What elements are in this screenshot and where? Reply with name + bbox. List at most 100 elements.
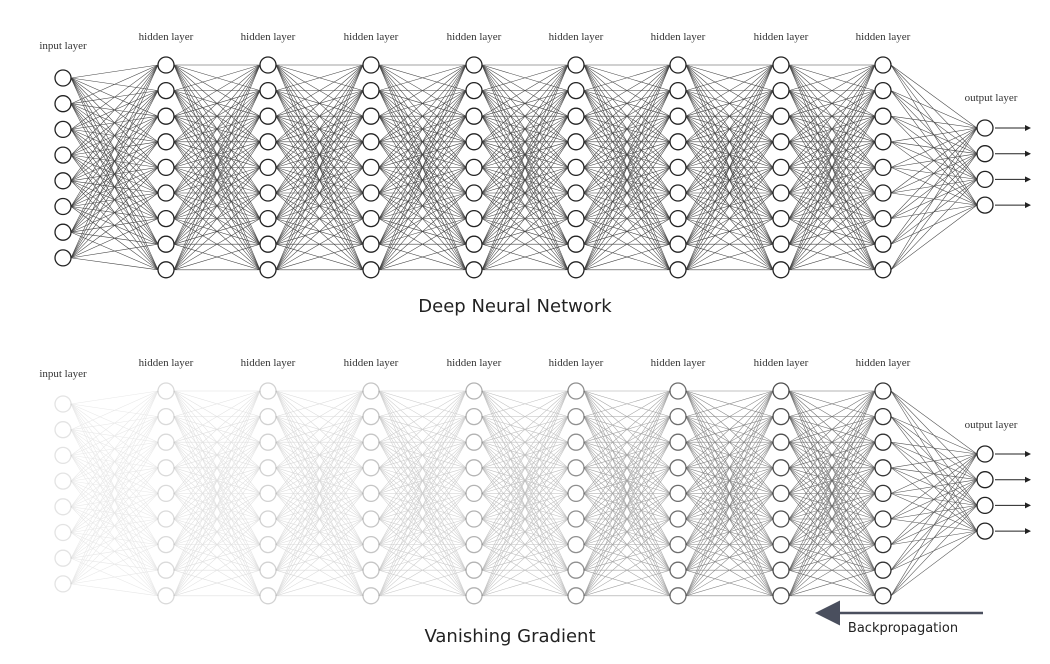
connection-line <box>378 416 467 596</box>
neuron-node <box>772 209 790 228</box>
connection-line <box>685 64 774 91</box>
connection-line <box>481 493 569 596</box>
neuron-node <box>567 433 585 451</box>
layer-nodes <box>567 382 585 605</box>
connection-group <box>173 390 261 597</box>
connection-line <box>275 390 364 545</box>
connection-line <box>378 493 467 545</box>
connection-line <box>275 467 364 494</box>
connection-line <box>70 429 159 494</box>
neuron-node <box>157 535 175 554</box>
connection-line <box>275 416 364 520</box>
layer-nodes <box>669 382 687 605</box>
neuron-node <box>465 261 483 279</box>
connection-line <box>173 493 261 571</box>
connection-line <box>275 390 364 443</box>
connection-line <box>481 442 569 545</box>
neuron-node <box>465 535 483 554</box>
connection-line <box>378 518 467 597</box>
connection-line <box>173 390 261 469</box>
neuron-node <box>567 587 585 605</box>
neuron-node <box>772 107 790 125</box>
neuron-node <box>567 184 585 202</box>
layer-nodes <box>465 382 483 605</box>
neuron-node <box>567 561 585 579</box>
connection-line <box>173 390 261 596</box>
connection-line <box>275 243 364 271</box>
connection-line <box>275 467 364 596</box>
connection-line <box>70 480 159 571</box>
connection-line <box>275 64 364 194</box>
connection-line <box>275 442 364 596</box>
connection-line <box>685 218 774 271</box>
connection-line <box>481 441 569 494</box>
connection-line <box>583 467 671 596</box>
connection-line <box>173 390 261 443</box>
connection-line <box>481 493 569 545</box>
connection-line <box>378 416 467 469</box>
neuron-node <box>465 561 483 579</box>
neuron-node <box>874 587 892 605</box>
connection-line <box>583 442 671 596</box>
connection-line <box>173 442 261 596</box>
connection-line <box>275 493 364 596</box>
connection-line <box>378 192 467 271</box>
neuron-node <box>362 535 380 554</box>
connection-line <box>70 429 159 520</box>
connection-line <box>481 390 569 596</box>
connection-line <box>70 403 159 596</box>
connection-line <box>70 64 159 104</box>
neuron-node <box>669 209 687 228</box>
connection-line <box>275 467 364 571</box>
neuron-node <box>567 107 585 125</box>
connection-line <box>173 441 261 520</box>
layer-nodes <box>362 382 380 605</box>
connection-line <box>583 467 671 494</box>
connection-line <box>378 467 467 571</box>
connection-line <box>481 467 569 545</box>
connection-line <box>890 127 978 270</box>
connection-line <box>481 441 569 494</box>
neuron-node <box>362 459 380 477</box>
neuron-node <box>259 535 277 554</box>
connection-line <box>481 390 569 443</box>
connection-line <box>275 442 364 545</box>
output-layer-label: output layer <box>965 92 1018 104</box>
connection-line <box>378 416 467 545</box>
connection-line <box>173 544 261 571</box>
connection-line <box>481 493 569 520</box>
connection-line <box>70 390 159 507</box>
neuron-node <box>772 158 790 177</box>
connection-line <box>70 416 159 559</box>
neuron-node <box>259 484 277 503</box>
connection-line <box>583 442 671 571</box>
neuron-node <box>669 407 687 426</box>
connection-line <box>583 116 671 270</box>
connection-line <box>685 544 774 597</box>
connection-line <box>275 518 364 571</box>
neuron-node <box>669 561 687 579</box>
connection-line <box>275 441 364 520</box>
connection-line <box>481 390 569 520</box>
connection-line <box>173 416 261 571</box>
connection-line <box>275 441 364 520</box>
connection-line <box>173 416 261 520</box>
connection-line <box>378 390 467 545</box>
connection-line <box>788 243 876 271</box>
layer-nodes <box>772 382 790 605</box>
connection-line <box>70 390 159 533</box>
connection-line <box>890 204 978 271</box>
connection-line <box>890 441 978 455</box>
connection-line <box>788 467 876 596</box>
connection-line <box>890 530 978 597</box>
connection-line <box>788 569 876 597</box>
neuron-node <box>874 535 892 554</box>
connection-line <box>378 467 467 520</box>
connection-line <box>378 390 467 596</box>
connection-group <box>173 64 261 271</box>
connection-line <box>481 518 569 597</box>
connection-line <box>70 390 159 405</box>
neuron-node <box>874 209 892 228</box>
connection-line <box>583 441 671 494</box>
connection-line <box>173 390 261 494</box>
